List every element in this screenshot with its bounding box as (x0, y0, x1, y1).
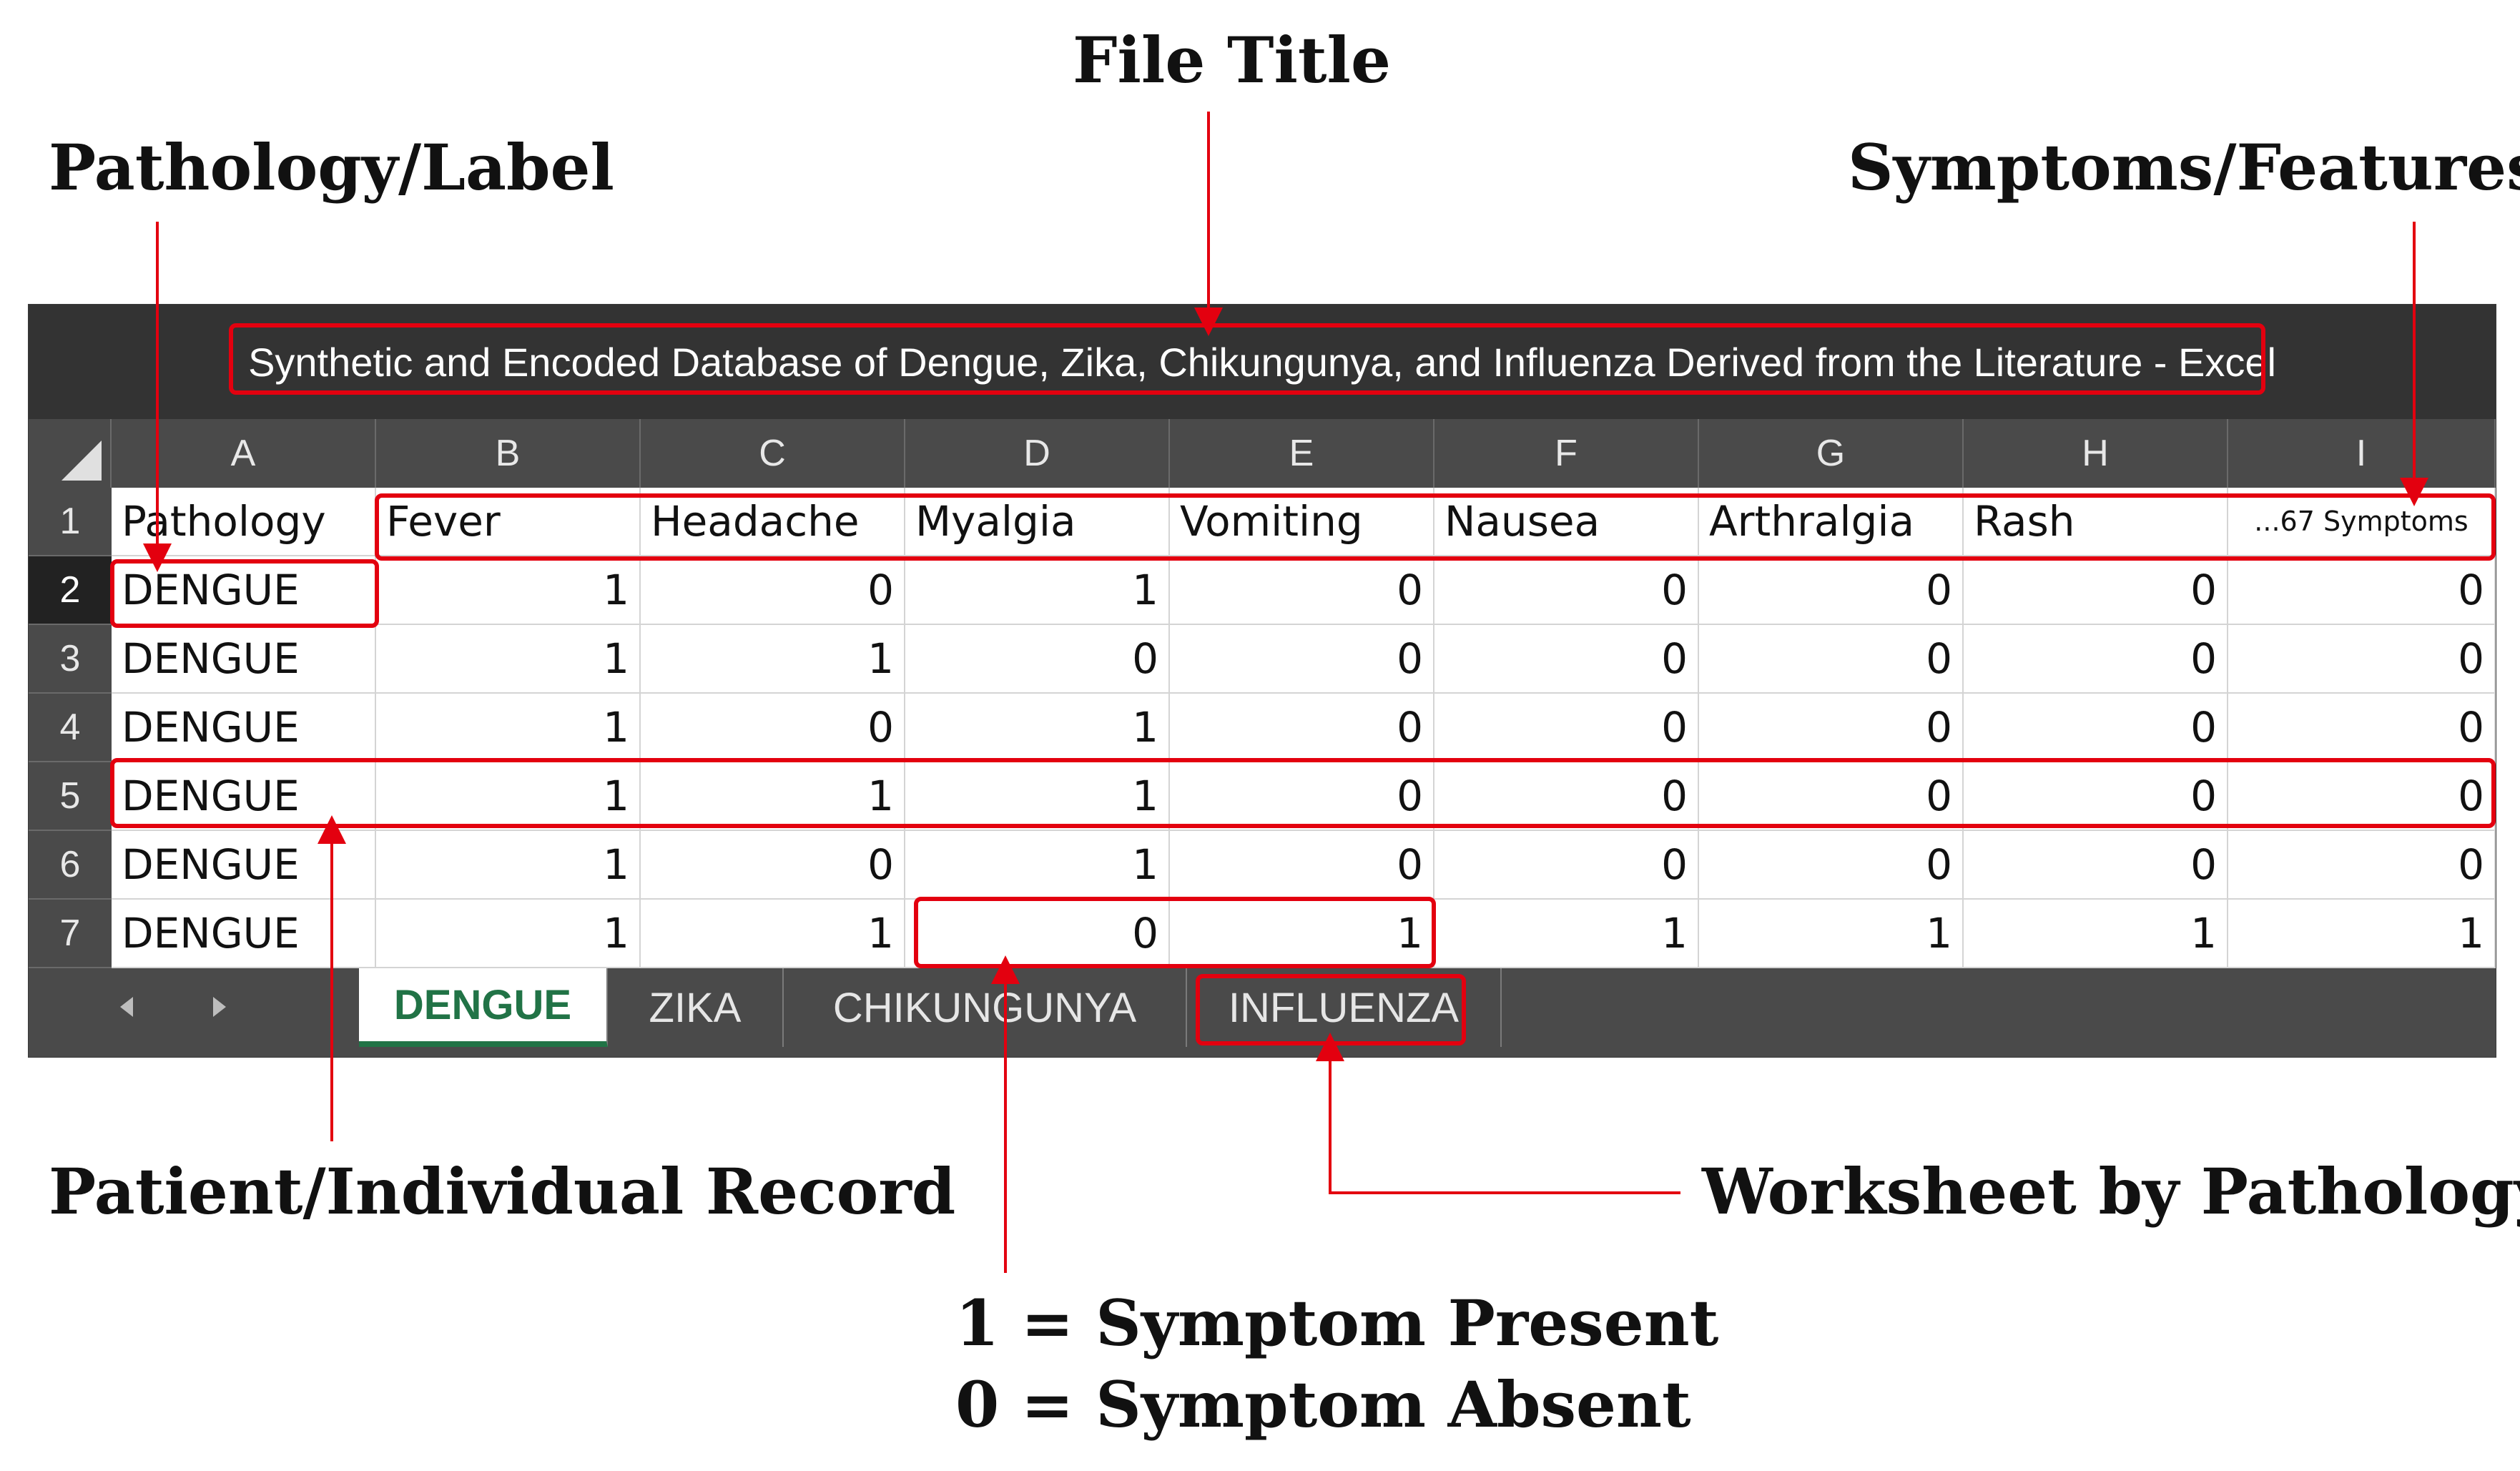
header-cell-arthralgia[interactable]: Arthralgia (1699, 488, 1964, 556)
data-cell[interactable]: 0 (2228, 831, 2496, 900)
row-header-3[interactable]: 3 (29, 625, 112, 694)
data-cell[interactable]: 0 (905, 625, 1170, 694)
header-cell-pathology[interactable]: Pathology (112, 488, 376, 556)
select-all-corner[interactable] (29, 419, 112, 488)
header-cell-myalgia[interactable]: Myalgia (905, 488, 1170, 556)
column-header-g[interactable]: G (1699, 419, 1964, 488)
highlight-encoded-values (914, 897, 1436, 968)
data-cell[interactable]: 1 (905, 556, 1170, 625)
label-cell[interactable]: DENGUE (112, 900, 376, 968)
data-cell[interactable]: 1 (376, 900, 641, 968)
symptoms-features-callout: Symptoms/Features (1848, 130, 2520, 205)
data-cell[interactable]: 0 (1434, 625, 1699, 694)
column-header-i[interactable]: I (2228, 419, 2496, 488)
scroll-left-icon[interactable] (120, 997, 133, 1017)
row-header-4[interactable]: 4 (29, 694, 112, 762)
highlight-file-title (229, 323, 2265, 395)
sheet-tab-zika[interactable]: ZIKA (608, 968, 784, 1047)
highlight-symptom-headers (375, 493, 2496, 561)
excel-window: Synthetic and Encoded Database of Dengue… (29, 305, 2496, 1057)
data-cell[interactable]: 1 (641, 625, 905, 694)
data-cell[interactable]: 0 (1964, 831, 2228, 900)
legend-absent: 0 = Symptom Absent (955, 1367, 1691, 1442)
data-cell[interactable]: 0 (1170, 625, 1434, 694)
sheet-tab-dengue[interactable]: DENGUE (359, 968, 608, 1047)
data-cell[interactable]: 1 (905, 762, 1170, 831)
data-cell[interactable]: 0 (1434, 831, 1699, 900)
data-cell[interactable]: 1 (376, 625, 641, 694)
data-cell[interactable]: 1 (376, 831, 641, 900)
worksheet-by-pathology-callout: Worksheet by Pathology (1702, 1154, 2520, 1229)
row-header-2[interactable]: 2 (29, 556, 112, 625)
data-cell[interactable]: 1 (1434, 900, 1699, 968)
data-cell[interactable]: 0 (1964, 556, 2228, 625)
data-cell[interactable]: 0 (1964, 762, 2228, 831)
data-cell[interactable]: 0 (1170, 556, 1434, 625)
legend-present: 1 = Symptom Present (955, 1286, 1719, 1360)
data-cell[interactable]: 0 (1434, 556, 1699, 625)
highlight-patient-row (110, 758, 2496, 828)
row-header-7[interactable]: 7 (29, 900, 112, 968)
row-header-5[interactable]: 5 (29, 762, 112, 831)
label-cell[interactable]: DENGUE (112, 831, 376, 900)
sheet-tab-chikungunya[interactable]: CHIKUNGUNYA (784, 968, 1187, 1047)
header-cell-rash[interactable]: Rash (1964, 488, 2228, 556)
header-cell-vomiting[interactable]: Vomiting (1170, 488, 1434, 556)
header-cell-more-symptoms[interactable]: ...67 Symptoms (2228, 488, 2496, 556)
data-cell[interactable]: 0 (1170, 762, 1434, 831)
data-cell[interactable]: 1 (641, 900, 905, 968)
header-cell-nausea[interactable]: Nausea (1434, 488, 1699, 556)
column-header-a[interactable]: A (112, 419, 376, 488)
header-cell-headache[interactable]: Headache (641, 488, 905, 556)
file-title-callout: File Title (1073, 23, 1391, 97)
column-header-e[interactable]: E (1170, 419, 1434, 488)
label-cell[interactable]: DENGUE (112, 762, 376, 831)
data-cell[interactable]: 0 (1699, 831, 1964, 900)
data-cell[interactable]: 1 (641, 762, 905, 831)
pathology-label-callout: Pathology/Label (49, 130, 614, 205)
row-header-1[interactable]: 1 (29, 488, 112, 556)
column-header-b[interactable]: B (376, 419, 641, 488)
row-header-6[interactable]: 6 (29, 831, 112, 900)
data-cell[interactable]: 0 (2228, 556, 2496, 625)
data-cell[interactable]: 0 (641, 556, 905, 625)
data-cell[interactable]: 0 (1434, 762, 1699, 831)
data-cell[interactable]: 0 (1699, 556, 1964, 625)
data-cell[interactable]: 0 (1964, 625, 2228, 694)
highlight-label-cell (110, 559, 379, 628)
data-cell[interactable]: 1 (2228, 900, 2496, 968)
scroll-right-icon[interactable] (213, 997, 226, 1017)
data-cell[interactable]: 1 (376, 762, 641, 831)
sheet-tab-influenza[interactable]: INFLUENZA (1187, 968, 1502, 1047)
connector-worksheet (1316, 1033, 1680, 1194)
window-title: Synthetic and Encoded Database of Dengue… (248, 339, 2276, 385)
patient-record-callout: Patient/Individual Record (49, 1154, 956, 1229)
label-cell[interactable]: DENGUE (112, 625, 376, 694)
header-cell-fever[interactable]: Fever (376, 488, 641, 556)
data-cell[interactable]: 1 (376, 556, 641, 625)
column-header-c[interactable]: C (641, 419, 905, 488)
data-cell[interactable]: 0 (1699, 762, 1964, 831)
data-cell[interactable]: 1 (1964, 900, 2228, 968)
column-header-d[interactable]: D (905, 419, 1170, 488)
data-cell[interactable]: 0 (2228, 625, 2496, 694)
column-header-f[interactable]: F (1434, 419, 1699, 488)
data-cell[interactable]: 1 (1699, 900, 1964, 968)
column-header-h[interactable]: H (1964, 419, 2228, 488)
data-cell[interactable]: 0 (1699, 625, 1964, 694)
data-cell[interactable]: 0 (641, 831, 905, 900)
